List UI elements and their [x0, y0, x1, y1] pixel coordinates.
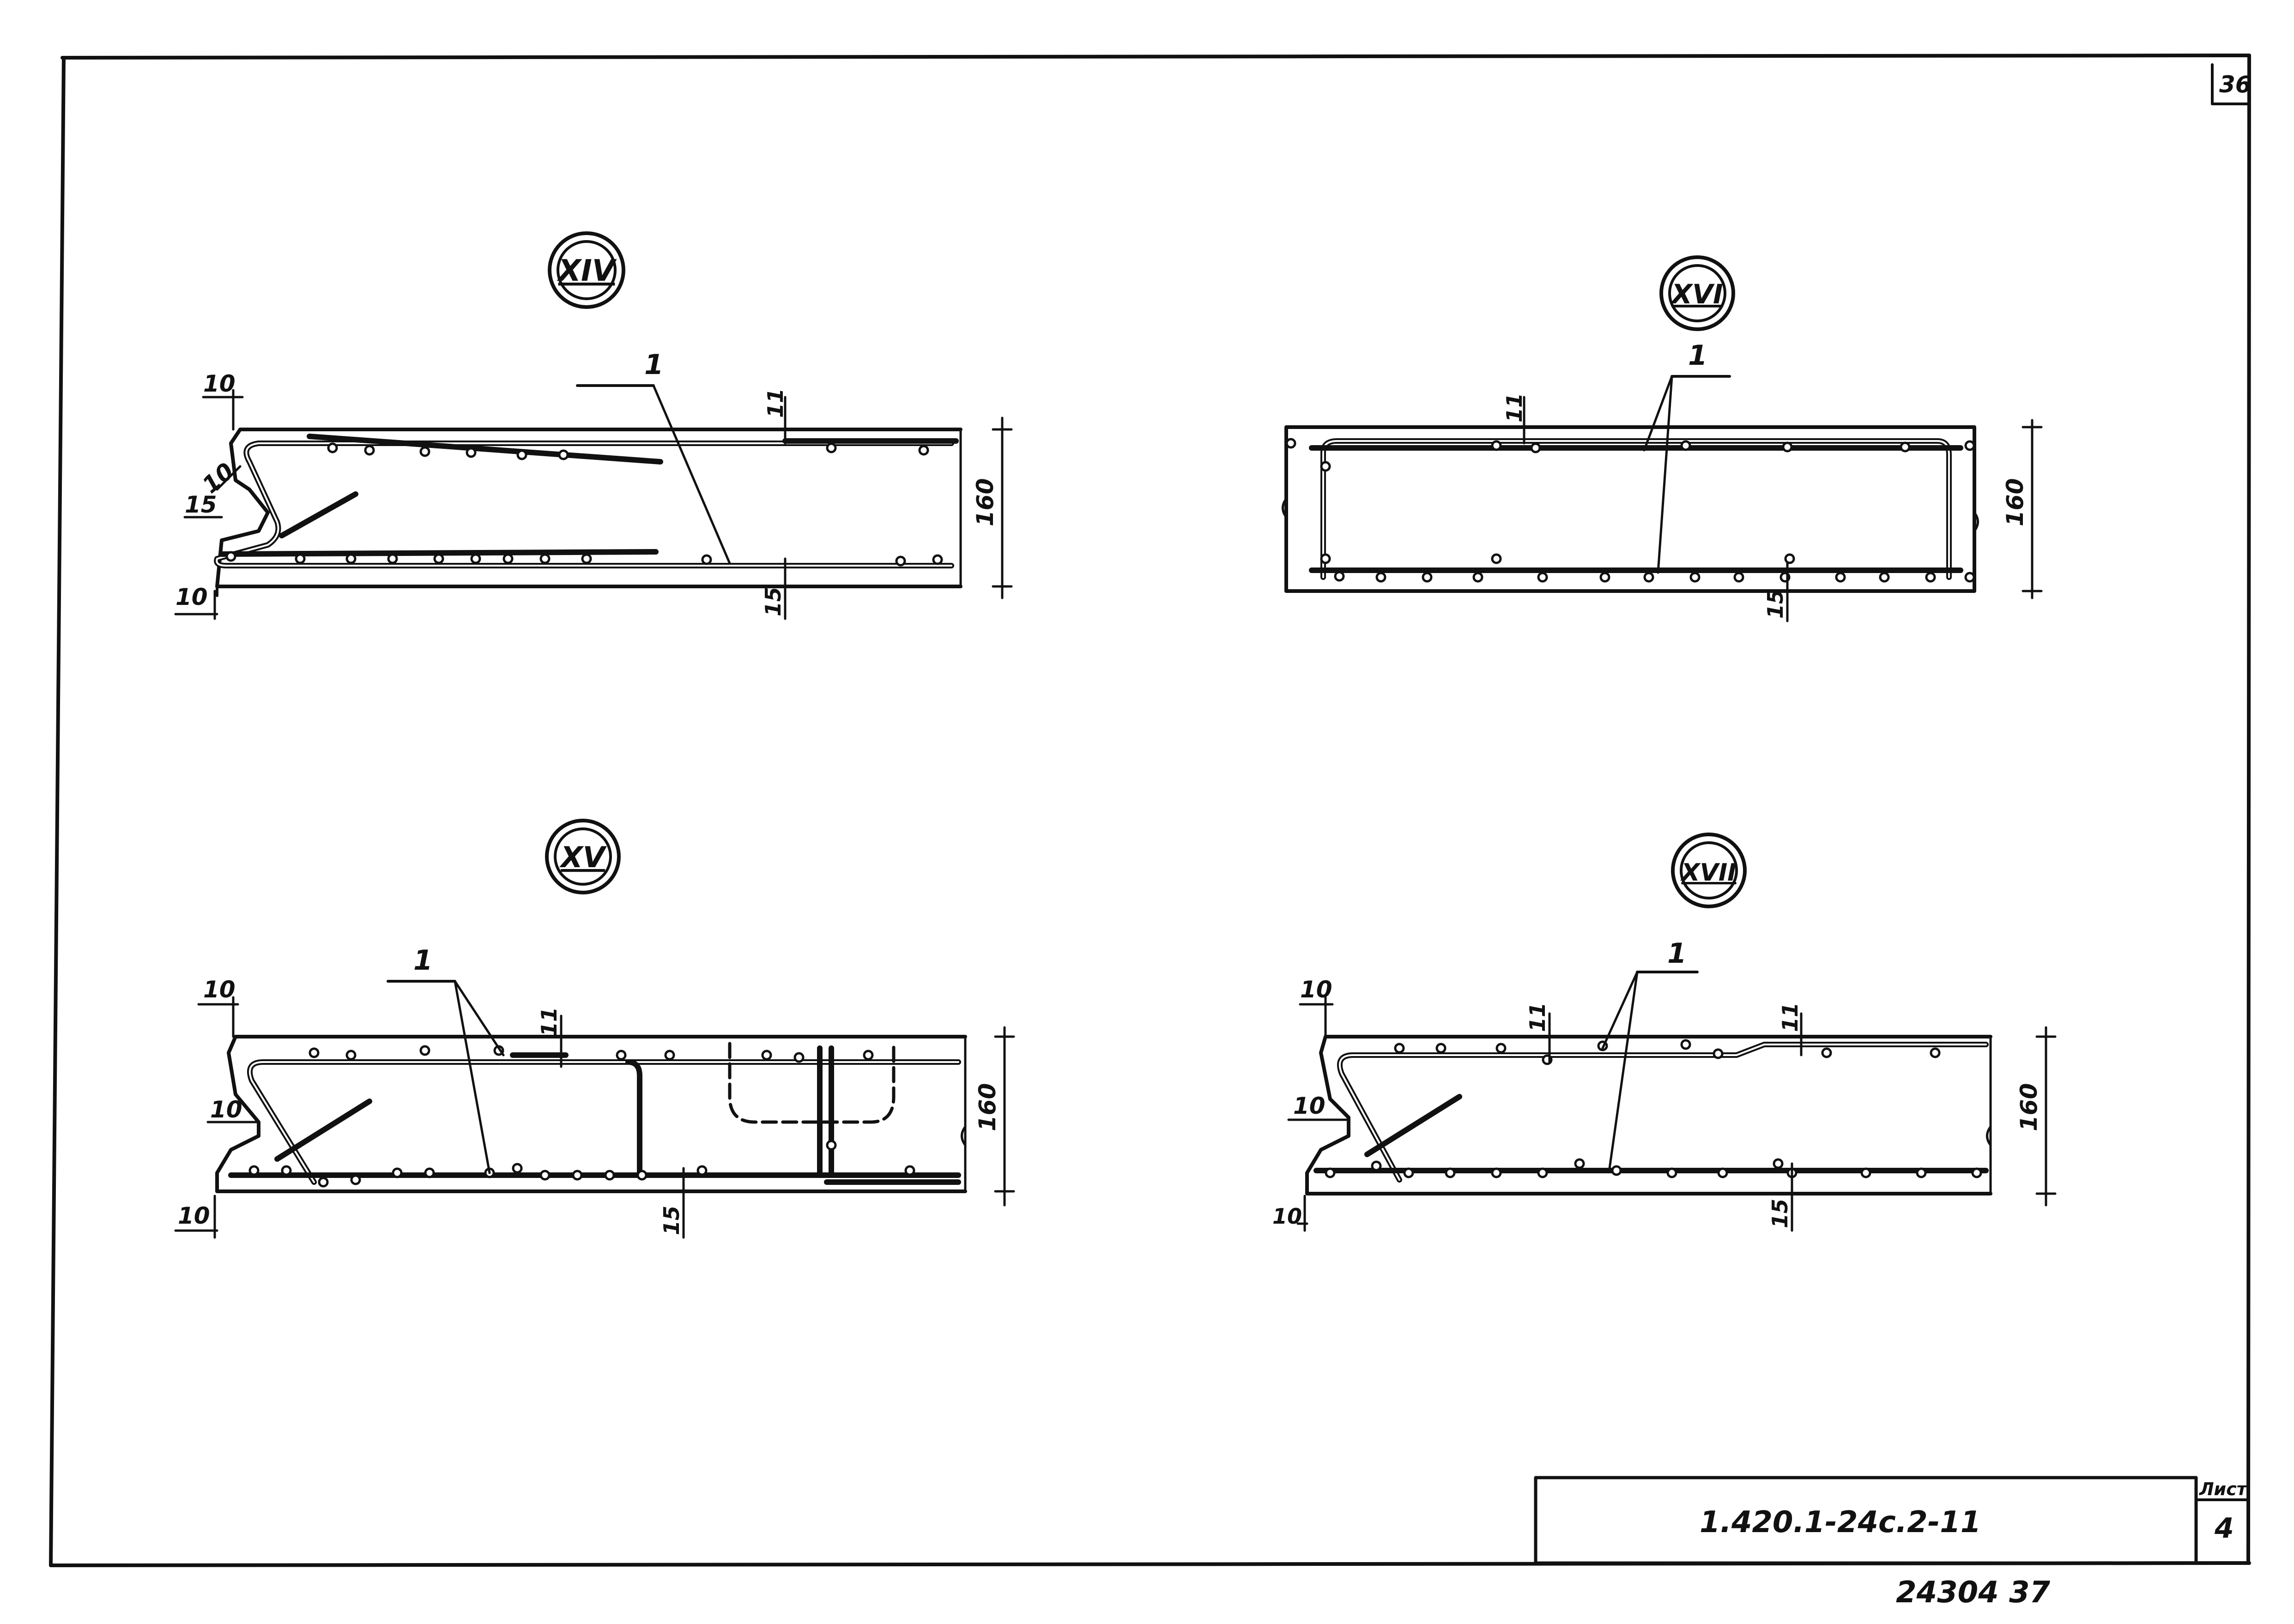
node-xvi-title: XVI: [1670, 278, 1723, 310]
node-xvii-dimensions: 10 10 10 11 11 15 160: [1272, 976, 2057, 1232]
node-xvii-dim-cover-bottom: 15: [1767, 1199, 1792, 1228]
node-xiv-marker: XIV: [548, 231, 625, 309]
node-xvi-marker: XVI: [1659, 255, 1735, 331]
sheet-frame: [49, 54, 2251, 1567]
node-xv-reinforcement: [228, 1042, 961, 1185]
node-xiv-dim-bottom-left: 10: [176, 584, 208, 610]
node-xv-leader: 1: [387, 944, 505, 1174]
node-xvii-dim-cover-top-2: 11: [1778, 1002, 1803, 1032]
node-xiv-dim-top-left: 10: [203, 370, 236, 397]
node-xv-dim-top-left: 10: [203, 976, 236, 1003]
node-xv-dim-mid-left: 10: [210, 1096, 242, 1123]
node-xvi-dimensions: 11 15 160: [1502, 393, 2043, 622]
node-xvii-dim-cover-top-1: 11: [1525, 1002, 1550, 1032]
node-xv-leader-label: 1: [413, 944, 433, 977]
node-xvi-dim-cover-bottom: 15: [1763, 589, 1788, 619]
node-xiv-dim-cover-top: 11: [763, 388, 788, 418]
node-xv-dim-bottom-left: 10: [178, 1202, 210, 1229]
node-xiv-dim-height: 160: [972, 478, 999, 526]
node-xvii: XVII: [1272, 833, 2057, 1232]
node-xvii-leader-label: 1: [1667, 937, 1687, 970]
node-xv-dim-height: 160: [974, 1083, 1001, 1131]
node-xvi-leader-label: 1: [1688, 339, 1707, 372]
node-xvii-title: XVII: [1680, 859, 1736, 887]
node-xv: XV: [174, 819, 1015, 1239]
node-xvii-reinforcement: [1313, 1042, 1989, 1183]
node-xvi-dim-cover-top: 11: [1502, 393, 1527, 423]
node-xiv-leader: 1: [576, 349, 731, 565]
sheet-label: Лист: [2199, 1479, 2248, 1499]
node-xvi-bar-points: [1285, 438, 1975, 583]
node-xiv-dim-left-15: 15: [185, 491, 217, 518]
node-xvii-slab-outline: [1305, 1035, 1992, 1195]
node-xvii-marker: XVII: [1671, 833, 1747, 908]
node-xiv-title: XIV: [557, 254, 617, 288]
page-number-box: 36: [2211, 63, 2252, 105]
node-xvii-dim-height: 160: [2016, 1083, 2042, 1131]
node-xv-dim-cover-bottom: 15: [659, 1206, 684, 1235]
node-xiv-reinforcement: [214, 434, 959, 568]
node-xv-dim-cover-top: 11: [537, 1007, 562, 1037]
node-xiv-dimensions: 10 10 15 10 11 15 160: [174, 370, 1013, 620]
node-xvi-reinforcement: [1309, 438, 1963, 580]
node-xiv-leader-label: 1: [644, 349, 664, 381]
node-xv-slab-outline: [215, 1035, 967, 1193]
node-xvii-dim-top-left: 10: [1300, 976, 1332, 1003]
node-xiv-bar-points: [225, 442, 943, 567]
node-xvi-dim-height: 160: [2002, 478, 2028, 526]
node-xvi-leader: 1: [1643, 339, 1731, 574]
stamp-number: 24304 37: [1896, 1576, 2050, 1610]
node-xv-title: XV: [559, 840, 607, 874]
node-xvii-dim-mid-left: 10: [1293, 1093, 1326, 1119]
node-xiv: XIV: [174, 231, 1013, 620]
page-number: 36: [2219, 71, 2252, 98]
document-code: 1.420.1-24c.2-11: [1700, 1505, 1981, 1539]
node-xvi: XVI: [1282, 255, 2043, 622]
node-xvii-dim-bottom-left: 10: [1272, 1204, 1302, 1229]
node-xv-marker: XV: [545, 819, 621, 894]
node-xiv-dim-cover-bottom: 15: [761, 587, 786, 616]
node-xv-dimensions: 10 10 10 11 15 160: [174, 976, 1015, 1239]
sheet-number: 4: [2214, 1512, 2234, 1545]
node-xvi-slab-outline: [1282, 425, 1979, 593]
node-xvii-bar-points: [1325, 1039, 1982, 1178]
node-xvii-leader: 1: [1601, 937, 1699, 1170]
title-block: 1.420.1-24c.2-11 Лист 4 24304 37: [1534, 1476, 2250, 1610]
